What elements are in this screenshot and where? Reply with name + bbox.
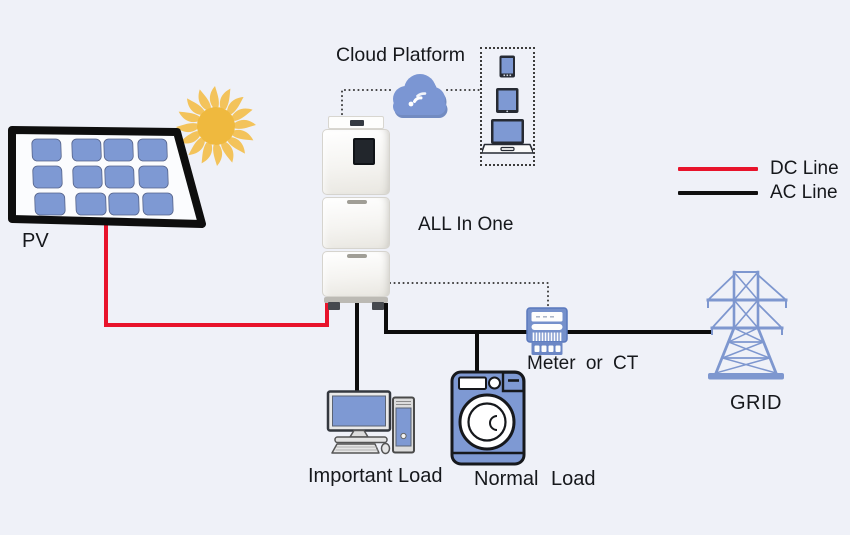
monitor-icon [326,390,392,444]
phone-icon [499,55,515,78]
tablet-icon [496,88,519,113]
legend: DC Line AC Line [678,157,839,205]
cloud-devices-box [480,47,535,166]
grid-tower-icon [706,270,788,380]
devices-icons [480,55,535,154]
unit-foot-left [328,302,340,310]
all-in-one-unit [322,116,390,310]
normal-load-label: Normal Load [474,468,596,490]
unit-logo [350,120,364,126]
legend-item-dc: DC Line [678,157,839,181]
unit-handle [347,200,367,204]
unit-module-battery-2 [322,251,390,297]
all-in-one-label: ALL In One [418,214,514,235]
unit-foot-right [372,302,384,310]
wifi-icon [408,92,427,107]
washing-machine-icon [450,370,526,466]
dotted-wire-cloud-to-unit [341,89,391,116]
grid-label: GRID [730,392,782,414]
cloud-platform-label: Cloud Platform [336,44,465,66]
cloud-icon [393,74,448,118]
unit-display-screen [353,138,375,165]
ac-line-label: AC Line [770,182,838,203]
dc-wire-pv-to-unit [104,219,329,327]
meter-label: Meter or CT [527,353,639,374]
unit-module-inverter [322,129,390,195]
dotted-wire-unit-to-meter [389,282,549,307]
ac-wire-unit-to-grid [384,303,712,334]
important-load-label: Important Load [308,465,443,487]
laptop-icon [480,119,535,154]
computer-icon [326,390,415,455]
keyboard-icon [331,443,380,454]
ac-line-swatch [678,191,758,195]
dc-line-swatch [678,167,758,171]
pc-tower-icon [392,396,415,454]
solar-cells [31,138,174,216]
unit-handle [347,254,367,258]
solar-panel-icon [8,126,206,228]
unit-module-battery-1 [322,197,390,249]
mouse-icon [380,442,391,455]
dc-line-label: DC Line [770,158,839,179]
meter-icon [526,307,568,355]
legend-item-ac: AC Line [678,181,839,205]
sun-icon [176,86,256,166]
unit-base [324,297,388,303]
pv-label: PV [22,230,49,252]
unit-cap [328,116,384,129]
